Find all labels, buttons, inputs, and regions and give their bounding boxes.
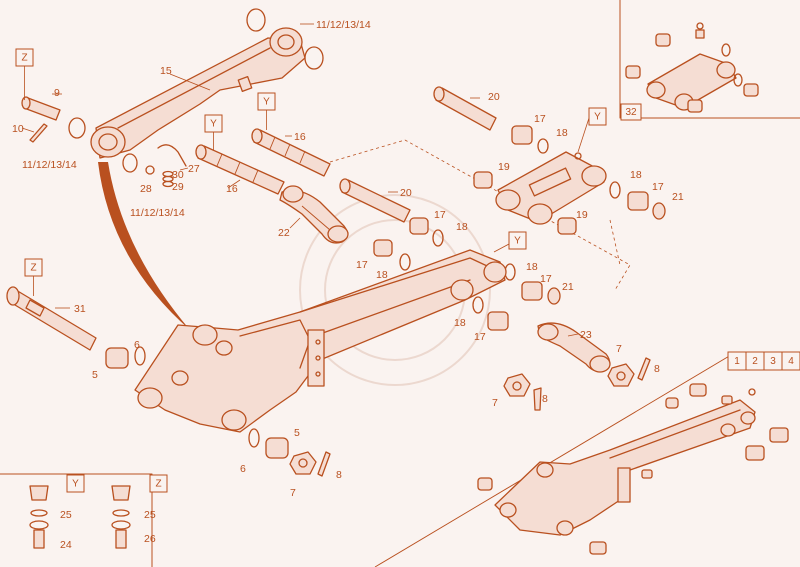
svg-text:Z: Z	[21, 53, 27, 64]
inset-h-link	[625, 22, 759, 113]
label-8-c: 8	[654, 363, 660, 375]
svg-text:1: 1	[734, 356, 740, 367]
bushing-group	[373, 125, 666, 331]
label-26: 26	[144, 533, 156, 545]
callout-box-y-1: Y	[257, 92, 276, 130]
bushings-5-6	[105, 346, 289, 459]
label-5-b: 5	[294, 427, 300, 439]
label-7-a: 7	[492, 397, 498, 409]
label-31: 31	[74, 303, 86, 315]
label-28: 28	[140, 183, 152, 195]
label-6-a: 6	[134, 339, 140, 351]
grease-fittings	[29, 485, 131, 549]
label-30: 30	[172, 169, 184, 181]
callout-box-inset-32: 32	[620, 103, 642, 121]
label-11-12-13-14-a: 11/12/13/14	[316, 19, 371, 31]
label-18-b: 18	[456, 221, 468, 233]
label-17-f: 17	[474, 331, 486, 343]
mini-boom-assembly	[477, 383, 789, 555]
label-22: 22	[278, 227, 290, 239]
label-7-c: 7	[616, 343, 622, 355]
svg-text:Y: Y	[263, 97, 270, 108]
pin-20-left	[339, 178, 411, 223]
label-8-a: 8	[542, 393, 548, 405]
label-23: 23	[580, 329, 592, 341]
label-20-b: 20	[400, 187, 412, 199]
washers-upper-left	[68, 117, 138, 173]
label-27: 27	[188, 163, 200, 175]
nuts-7-pins-8	[289, 357, 651, 477]
shaft-16-upper	[251, 128, 331, 177]
callout-box-y-3: Y	[577, 107, 607, 153]
svg-text:2: 2	[752, 356, 758, 367]
label-5-a: 5	[92, 369, 98, 381]
label-25-b: 25	[144, 509, 156, 521]
leader-lines	[21, 23, 579, 337]
label-18-a: 18	[556, 127, 568, 139]
label-15: 15	[160, 65, 172, 77]
callout-box-z-1: Z	[15, 48, 34, 100]
label-17-a: 17	[534, 113, 546, 125]
callout-box-y-2: Y	[204, 114, 223, 150]
label-17-b: 17	[434, 209, 446, 221]
callout-box-z-2: Z	[24, 258, 43, 296]
label-20-a: 20	[488, 91, 500, 103]
label-7-b: 7	[290, 487, 296, 499]
pin-9	[21, 96, 61, 121]
label-16-b: 16	[226, 183, 238, 195]
h-link	[495, 151, 607, 225]
label-21-b: 21	[562, 281, 574, 293]
callout-box-y-4: Y	[493, 231, 527, 253]
svg-text:Y: Y	[594, 112, 601, 123]
label-9: 9	[54, 87, 60, 99]
label-11-12-13-14-b: 11/12/13/14	[22, 159, 77, 171]
shaft-31	[6, 286, 97, 351]
label-16-a: 16	[294, 131, 306, 143]
label-18-e: 18	[526, 261, 538, 273]
label-8-b: 8	[336, 469, 342, 481]
callout-box-y-5: Y	[66, 474, 85, 493]
svg-text:Y: Y	[210, 119, 217, 130]
label-24: 24	[60, 539, 72, 551]
spring-30-29	[162, 170, 174, 188]
label-17-e: 17	[540, 273, 552, 285]
label-21-a: 21	[672, 191, 684, 203]
callout-box-range: 1 2 3 4	[727, 351, 800, 371]
label-6-b: 6	[240, 463, 246, 475]
label-19-b: 19	[576, 209, 588, 221]
washers-upper-right	[246, 8, 324, 70]
upper-link-arm	[90, 27, 306, 159]
label-18-c: 18	[376, 269, 388, 281]
svg-text:3: 3	[770, 356, 776, 367]
svg-text:Y: Y	[514, 236, 521, 247]
shaft-16-lower	[195, 144, 285, 195]
svg-text:Y: Y	[72, 479, 79, 490]
nut-28	[145, 165, 155, 175]
link-22	[279, 185, 349, 244]
assembly-arrow	[98, 162, 190, 330]
part-labels: 11/12/13/14 11/12/13/14 11/12/13/14 15 9…	[12, 19, 684, 551]
pin-10	[29, 123, 48, 143]
pin-20-right	[433, 86, 497, 131]
label-18-d: 18	[630, 169, 642, 181]
clip-27	[157, 144, 187, 167]
label-25-a: 25	[60, 509, 72, 521]
label-11-12-13-14-c: 11/12/13/14	[130, 207, 185, 219]
label-10: 10	[12, 123, 24, 135]
svg-text:4: 4	[788, 356, 794, 367]
label-19-a: 19	[498, 161, 510, 173]
main-boom	[134, 249, 507, 433]
svg-text:Z: Z	[155, 479, 161, 490]
link-23	[537, 322, 611, 373]
svg-text:Z: Z	[30, 263, 36, 274]
label-18-f: 18	[454, 317, 466, 329]
callout-box-z-3: Z	[149, 474, 168, 493]
label-17-c: 17	[356, 259, 368, 271]
svg-text:32: 32	[625, 107, 637, 118]
label-29: 29	[172, 181, 184, 193]
label-17-d: 17	[652, 181, 664, 193]
